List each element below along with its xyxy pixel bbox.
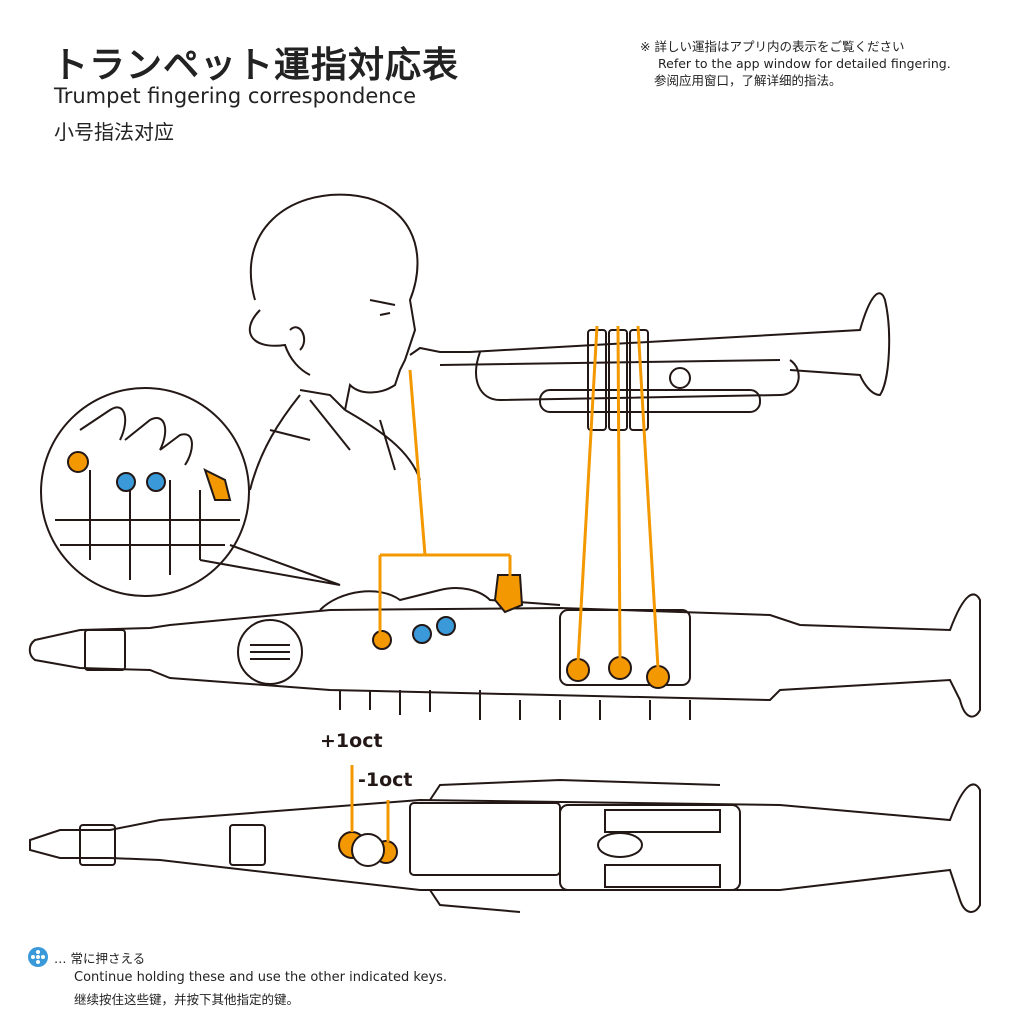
- player-illustration: [248, 193, 421, 491]
- note-en: Refer to the app window for detailed fin…: [658, 56, 951, 71]
- instrument-side-view: [28, 574, 981, 720]
- note-ja: ※ 詳しい運指はアプリ内の表示をご覧ください: [640, 39, 905, 54]
- note-zh: 参阅应用窗口，了解详细的指法。: [654, 73, 842, 88]
- legend-en: Continue holding these and use the other…: [74, 970, 448, 985]
- trumpet-illustration: [409, 292, 891, 431]
- octave-up-label: +1oct: [320, 730, 383, 752]
- octave-down-label: -1oct: [358, 769, 413, 791]
- subtitle-english: Trumpet fingering correspondence: [54, 84, 417, 108]
- dotted-blue-key-icon: [28, 947, 48, 967]
- legend-zh: 继续按住这些键，并按下其他指定的键。: [74, 992, 300, 1007]
- legend: … 常に押さえる Continue holding these and use …: [28, 947, 447, 1008]
- subtitle-chinese: 小号指法对应: [54, 120, 174, 144]
- hand-inset: [40, 387, 341, 597]
- instrument-back-view: [29, 778, 981, 913]
- legend-ja: … 常に押さえる: [54, 950, 146, 966]
- page-title: トランペット運指対応表: [52, 45, 460, 86]
- fingering-guide-lines: [350, 325, 660, 842]
- app-note: ※ 詳しい運指はアプリ内の表示をご覧ください Refer to the app …: [640, 38, 951, 89]
